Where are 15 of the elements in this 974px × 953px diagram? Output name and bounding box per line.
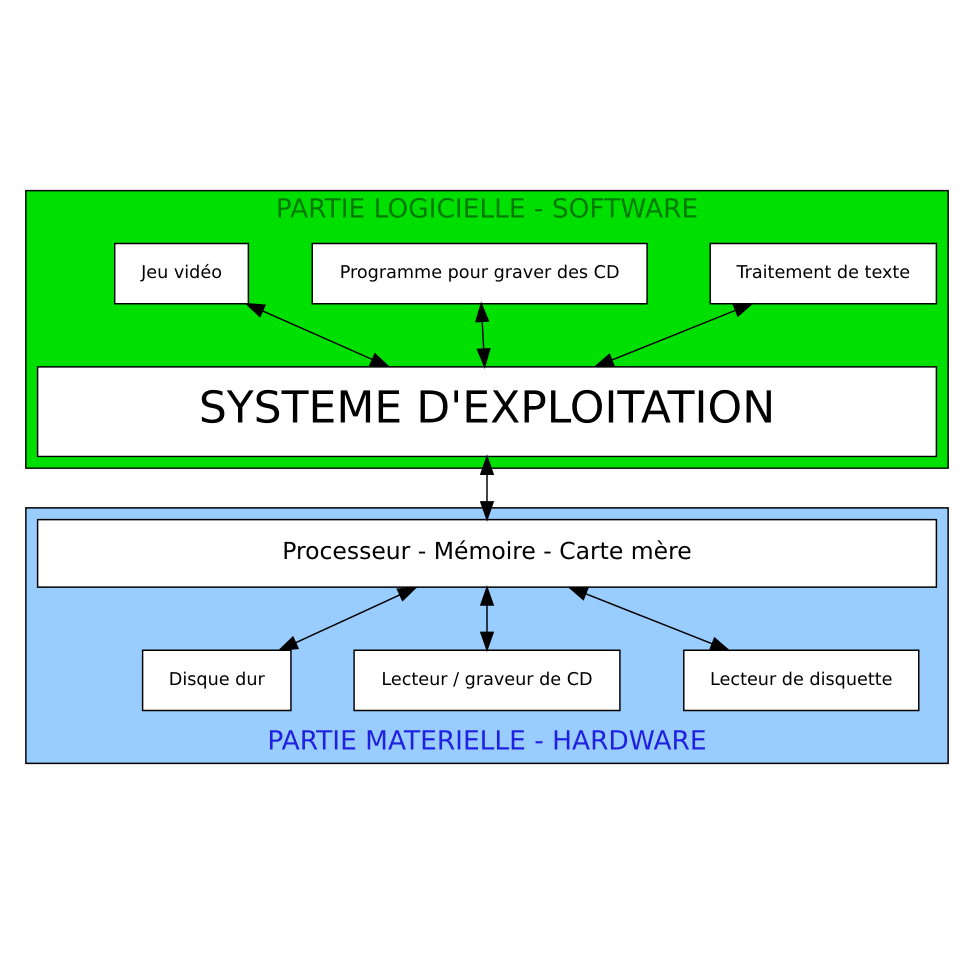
arrow bbox=[567, 586, 731, 651]
arrow bbox=[277, 586, 418, 651]
arrow bbox=[475, 301, 491, 368]
arrow bbox=[593, 302, 754, 367]
node-box: Jeu vidéo bbox=[114, 242, 250, 304]
node-box: SYSTEME D'EXPLOITATION bbox=[36, 366, 938, 457]
node-box: Lecteur / graveur de CD bbox=[353, 649, 621, 711]
arrow bbox=[480, 584, 494, 652]
arrow bbox=[480, 454, 494, 522]
node-box: Traitement de texte bbox=[710, 242, 938, 304]
node-box: Lecteur de disquette bbox=[683, 649, 920, 711]
node-box: Disque dur bbox=[142, 649, 292, 711]
arrow bbox=[244, 302, 391, 368]
node-box: Processeur - Mémoire - Carte mère bbox=[36, 518, 938, 588]
node-box: Programme pour graver des CD bbox=[312, 242, 648, 304]
